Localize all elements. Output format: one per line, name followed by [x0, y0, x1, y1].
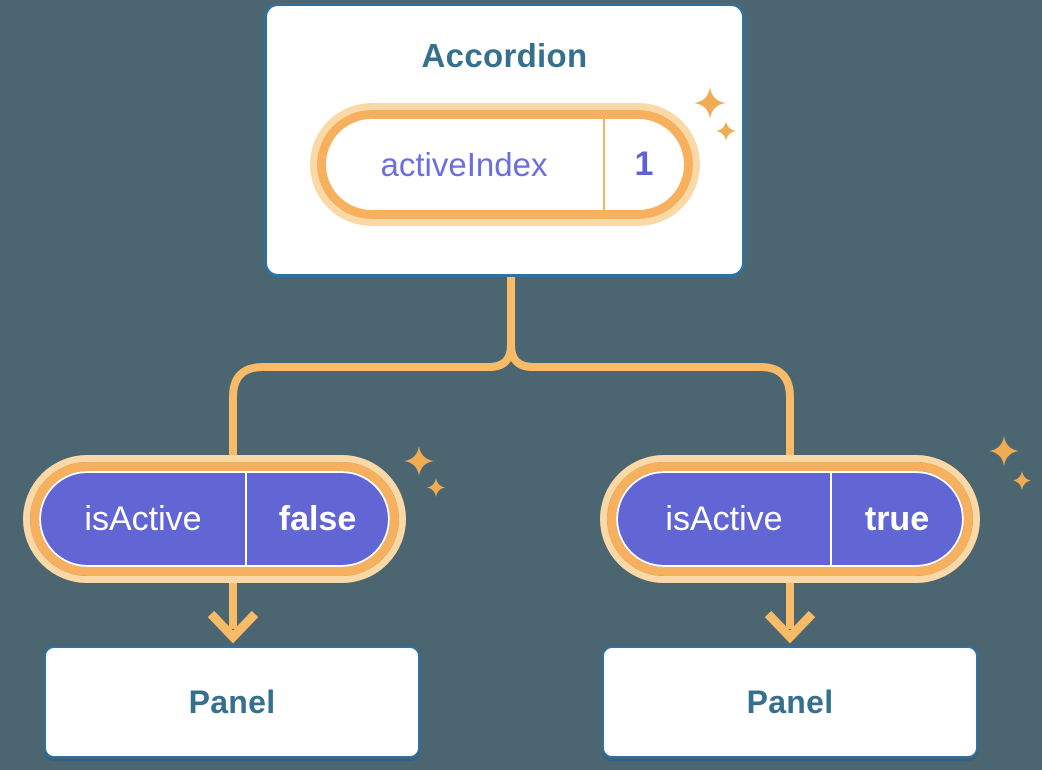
- state-pill: activeIndex 1: [309, 103, 700, 226]
- connector-right-branch: [507, 270, 794, 629]
- prop-pill-right-divider: [830, 473, 832, 565]
- prop-pill-left: isActive false: [23, 455, 406, 583]
- panel-right-title: Panel: [746, 683, 834, 720]
- arrowhead-left-icon: [207, 610, 259, 644]
- prop-value-left: false: [278, 499, 357, 538]
- panel-card-left: Panel: [44, 646, 420, 758]
- prop-pill-left-divider: [245, 473, 247, 565]
- prop-value-right: true: [864, 499, 930, 538]
- accordion-card: Accordion activeIndex 1: [264, 3, 745, 277]
- prop-pill-right-label-segment: isActive: [618, 473, 830, 565]
- prop-pill-left-body: isActive false: [39, 471, 390, 567]
- prop-pill-right: isActive true: [600, 455, 980, 583]
- arrowhead-right-icon: [764, 610, 816, 644]
- prop-pill-left-ring: isActive false: [30, 462, 399, 576]
- prop-pill-right-value-segment: true: [832, 473, 962, 565]
- prop-pill-left-value-segment: false: [247, 473, 388, 565]
- accordion-title: Accordion: [421, 37, 588, 74]
- sparkle-icon-right-pill: [989, 436, 1031, 490]
- panel-card-right: Panel: [602, 646, 978, 758]
- state-value: 1: [634, 145, 654, 183]
- state-pill-divider: [602, 119, 605, 210]
- prop-name-left: isActive: [84, 499, 202, 538]
- state-pill-value-segment: 1: [605, 119, 684, 210]
- prop-pill-right-body: isActive true: [616, 471, 964, 567]
- prop-pill-right-ring: isActive true: [607, 462, 973, 576]
- sparkle-icon-left-pill: [404, 446, 445, 497]
- state-name: activeIndex: [380, 145, 548, 183]
- panel-left-title: Panel: [188, 683, 276, 720]
- sparkle-icon-accordion: [694, 87, 736, 141]
- prop-name-right: isActive: [665, 499, 783, 538]
- prop-pill-left-label-segment: isActive: [41, 473, 245, 565]
- state-pill-ring: activeIndex 1: [316, 110, 693, 219]
- state-pill-label-segment: activeIndex: [326, 119, 603, 210]
